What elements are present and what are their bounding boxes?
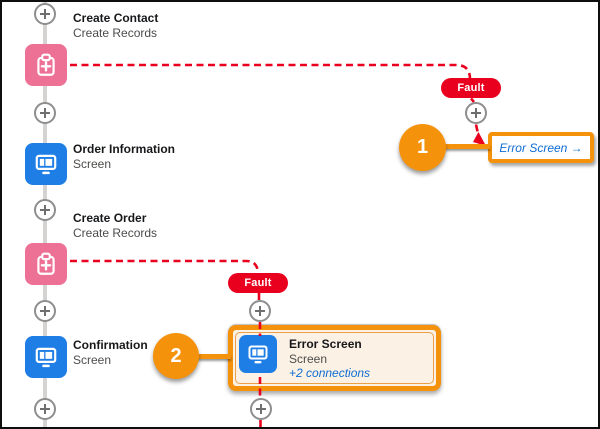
node-title: Error Screen	[289, 337, 362, 351]
add-element-icon[interactable]	[34, 199, 56, 221]
create-records-icon[interactable]	[25, 44, 67, 86]
node-subtitle: Screen	[73, 157, 112, 171]
node-title: Confirmation	[73, 338, 148, 352]
error-screen-node[interactable]: Error Screen Screen +2 connections	[228, 325, 441, 391]
fault-label: Fault	[457, 82, 485, 94]
node-label-create-order: Create Order Create Records	[73, 211, 157, 241]
add-element-icon[interactable]	[34, 3, 56, 25]
goto-link-label[interactable]: Error Screen →	[499, 140, 583, 155]
create-records-icon[interactable]	[25, 243, 67, 285]
add-element-icon[interactable]	[249, 300, 271, 322]
add-element-icon[interactable]	[465, 102, 487, 124]
fault-path-create-order	[70, 259, 260, 275]
screen-element-icon[interactable]	[25, 336, 67, 378]
node-subtitle: Screen	[289, 352, 328, 366]
callout-connector-line	[195, 354, 231, 359]
screen-icon	[35, 347, 57, 368]
node-title: Order Information	[73, 142, 176, 156]
annotation-step-1-badge: 1	[399, 124, 446, 171]
clipboard-plus-icon	[37, 53, 55, 76]
fault-path-create-contact	[70, 63, 472, 80]
screen-icon	[248, 345, 268, 364]
node-label-order-information: Order Information Screen	[73, 142, 175, 172]
add-element-icon[interactable]	[34, 102, 56, 124]
add-element-icon[interactable]	[250, 398, 272, 420]
node-title: Create Contact	[73, 11, 159, 25]
node-subtitle: Create Records	[73, 26, 158, 40]
callout-connector-line	[440, 144, 490, 149]
fault-connector-badge: Fault	[441, 78, 501, 98]
clipboard-plus-icon	[37, 252, 55, 275]
screen-icon	[35, 154, 57, 175]
add-element-icon[interactable]	[34, 398, 56, 420]
screen-element-icon[interactable]	[25, 143, 67, 185]
goto-error-screen-link[interactable]: Error Screen →	[488, 132, 594, 163]
fault-label: Fault	[244, 277, 272, 289]
add-element-icon[interactable]	[34, 300, 56, 322]
fault-path-segment	[474, 124, 480, 137]
node-title: Create Order	[73, 211, 147, 225]
connections-count-link[interactable]: +2 connections	[289, 366, 371, 380]
node-label-create-contact: Create Contact Create Records	[73, 11, 158, 41]
node-label-confirmation: Confirmation Screen	[73, 338, 148, 368]
screen-element-icon[interactable]	[239, 335, 277, 373]
node-subtitle: Screen	[73, 353, 112, 367]
fault-connector-badge: Fault	[228, 273, 288, 293]
annotation-step-2-badge: 2	[153, 333, 199, 379]
node-subtitle: Create Records	[73, 226, 158, 240]
